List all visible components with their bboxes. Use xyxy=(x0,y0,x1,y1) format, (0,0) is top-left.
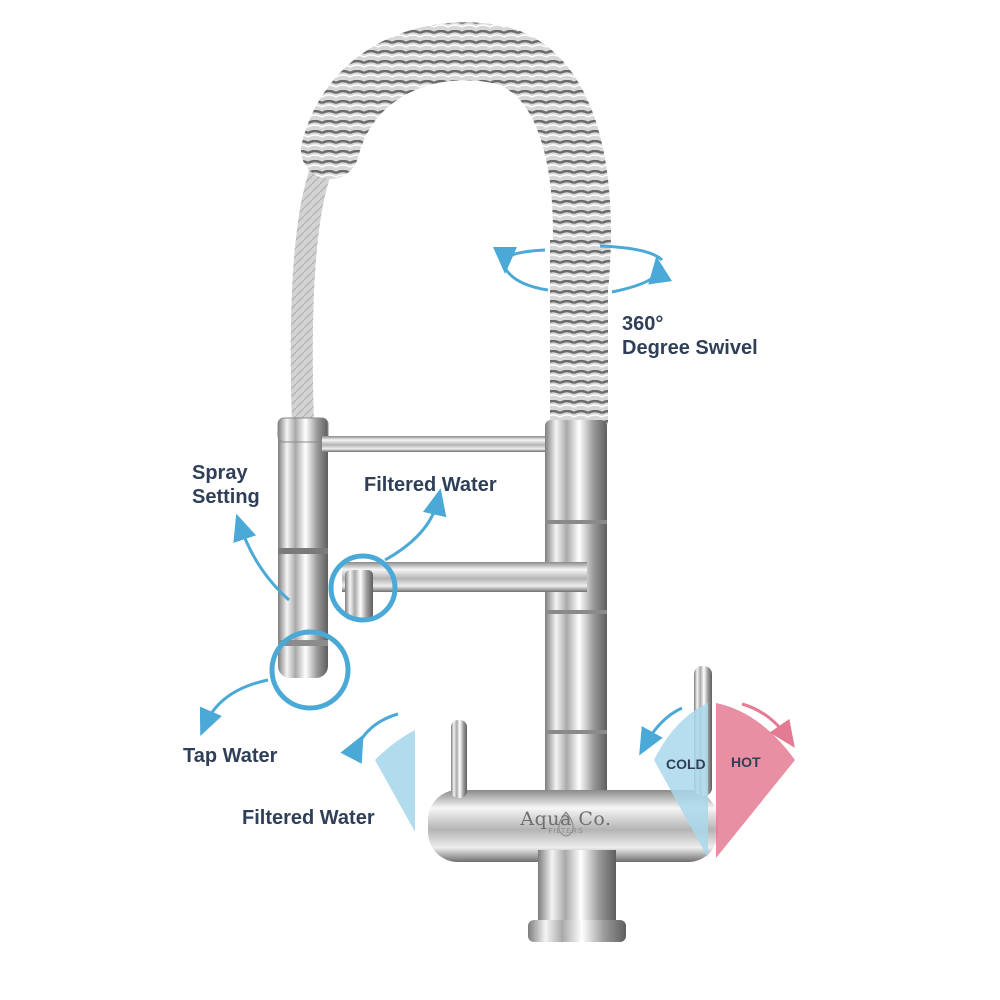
filtered-water-arrow-icon xyxy=(384,488,447,562)
tap-water-label: Tap Water xyxy=(183,745,278,767)
brand-logo-subtext: FILTERS xyxy=(548,828,584,835)
spray-setting-line1: Spray xyxy=(192,462,248,484)
droplet-icon xyxy=(558,811,574,837)
tap-water-arrow-icon xyxy=(199,678,269,737)
filtered-water-bottom-label: Filtered Water xyxy=(242,807,375,829)
cold-wedge xyxy=(654,703,708,858)
swivel-label: 360° Degree Swivel xyxy=(622,312,758,360)
filtered-water-lever xyxy=(451,720,467,798)
spray-setting-label: Spray Setting xyxy=(192,461,260,509)
tap-water-highlight-circle-icon xyxy=(269,629,351,711)
filtered-water-spout xyxy=(342,562,587,592)
swivel-arrows-icon xyxy=(493,244,672,294)
brand-logo-text: Aqua Co. xyxy=(520,808,612,830)
swivel-label-line2: Degree Swivel xyxy=(622,337,758,359)
spray-setting-line2: Setting xyxy=(192,486,260,508)
hot-wedge xyxy=(716,703,795,858)
swivel-label-line1: 360° xyxy=(622,313,664,335)
spring-column xyxy=(550,240,608,425)
filtered-water-highlight-circle-icon xyxy=(328,553,398,623)
filtered-lever-wedge xyxy=(375,730,415,832)
filtered-water-top-label: Filtered Water xyxy=(364,474,497,496)
spring-coil xyxy=(301,22,611,309)
hot-arrow-icon xyxy=(741,702,795,748)
hot-label: HOT xyxy=(731,754,761,770)
cold-arrow-icon xyxy=(639,706,683,756)
spray-holder-arm xyxy=(322,436,560,452)
filtered-lever-arrow-icon xyxy=(340,712,399,764)
faucet-base xyxy=(538,850,616,928)
spray-setting-arrow-icon xyxy=(233,513,290,602)
cold-label: COLD xyxy=(666,756,706,772)
brand-logo: Aqua Co. FILTERS xyxy=(508,808,624,835)
